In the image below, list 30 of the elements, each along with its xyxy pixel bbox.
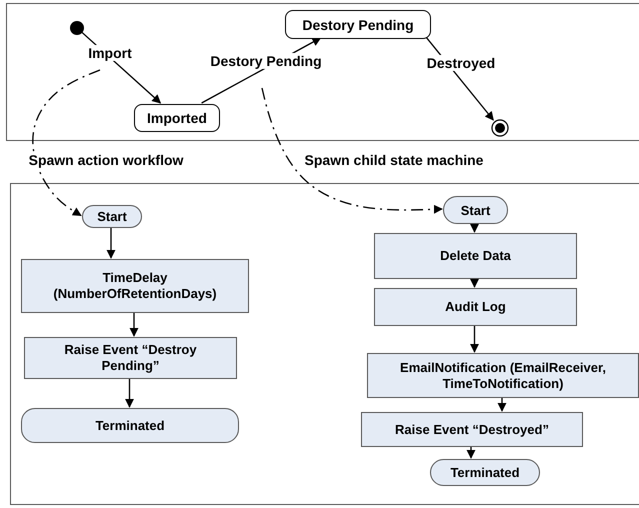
terminal-box: Start — [443, 196, 508, 224]
arrow — [125, 378, 134, 408]
arrow — [470, 223, 479, 233]
arrow — [106, 227, 116, 259]
edge-label: Spawn action workflow — [26, 152, 186, 168]
arrow — [470, 278, 479, 288]
activity-box: EmailNotification (EmailReceiver, TimeToNotification) — [367, 353, 639, 398]
final-state-marker — [491, 119, 509, 137]
activity-box: Audit Log — [374, 288, 577, 326]
activity-box: Delete Data — [374, 233, 577, 279]
edge-label: Destroyed — [424, 54, 498, 72]
edge-label: Destory Pending — [208, 52, 324, 70]
dash-dot-arrow — [32, 69, 100, 216]
arrow — [130, 312, 138, 337]
dash-dot-arrow — [261, 88, 443, 214]
activity-box: TimeDelay (NumberOfRetentionDays) — [21, 259, 249, 313]
container-panel — [10, 183, 639, 505]
activity-box: Raise Event “Destroyed” — [361, 412, 583, 447]
arrow — [470, 325, 479, 353]
edge-label: Import — [86, 44, 134, 62]
activity-box: Raise Event “Destroy Pending” — [24, 337, 237, 379]
state-box: Imported — [134, 104, 220, 132]
arrow — [466, 446, 476, 459]
terminal-box: Terminated — [430, 459, 540, 486]
terminal-box: Start — [82, 205, 142, 228]
terminal-box: Terminated — [21, 408, 239, 443]
initial-state-dot — [70, 21, 84, 35]
arrow — [498, 397, 506, 412]
edge-label: Spawn child state machine — [302, 152, 486, 168]
state-box: Destory Pending — [285, 10, 431, 39]
